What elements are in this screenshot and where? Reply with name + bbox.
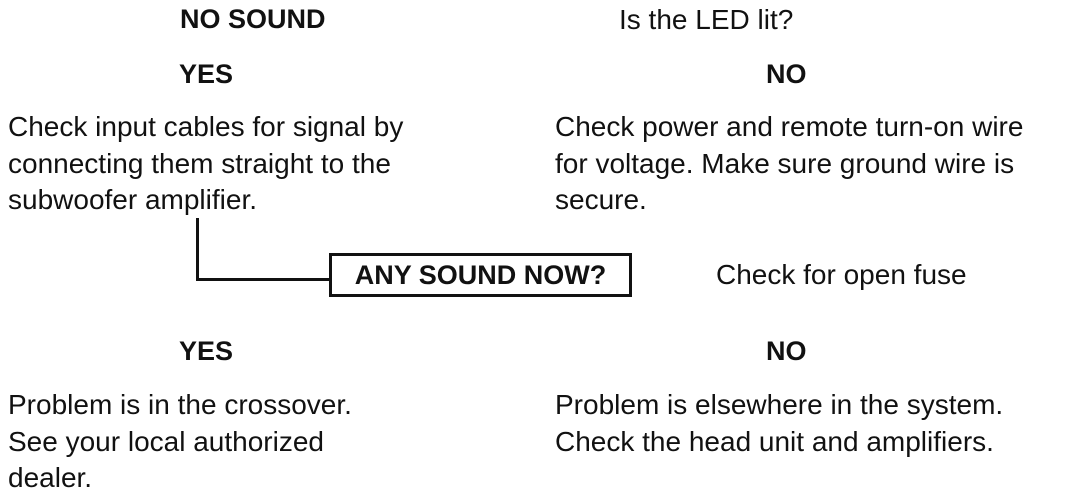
text-line: Problem is in the crossover. <box>8 389 352 420</box>
text-line: secure. <box>555 184 647 215</box>
check-input-cables-text: Check input cables for signal by connect… <box>8 109 403 219</box>
elsewhere-text: Problem is elsewhere in the system. Chec… <box>555 387 1003 460</box>
text-line: for voltage. Make sure ground wire is <box>555 147 1015 179</box>
text-line: Problem is elsewhere in the system. <box>555 389 1004 420</box>
led-question: Is the LED lit? <box>619 4 794 35</box>
connector-horizontal <box>196 278 330 281</box>
text-line: See your local authorized <box>8 425 324 457</box>
yes-label-second: YES <box>179 336 234 366</box>
crossover-text: Problem is in the crossover. See your lo… <box>8 387 352 497</box>
connector-vertical <box>196 218 199 281</box>
yes-label-first: YES <box>179 59 234 89</box>
check-power-text: Check power and remote turn-on wire for … <box>555 109 1023 219</box>
text-line: connecting them straight to the <box>8 147 391 179</box>
any-sound-box: ANY SOUND NOW? <box>329 253 632 297</box>
diagram-title: NO SOUND <box>180 4 326 34</box>
text-line: dealer. <box>8 462 93 493</box>
fuse-note: Check for open fuse <box>716 259 967 290</box>
text-line: Check power and remote turn-on wire <box>555 111 1024 142</box>
no-label-second: NO <box>766 336 807 366</box>
text-line: subwoofer amplifier. <box>8 184 258 215</box>
no-label-first: NO <box>766 59 807 89</box>
text-line: Check the head unit and amplifiers. <box>555 425 994 457</box>
text-line: Check input cables for signal by <box>8 111 404 142</box>
